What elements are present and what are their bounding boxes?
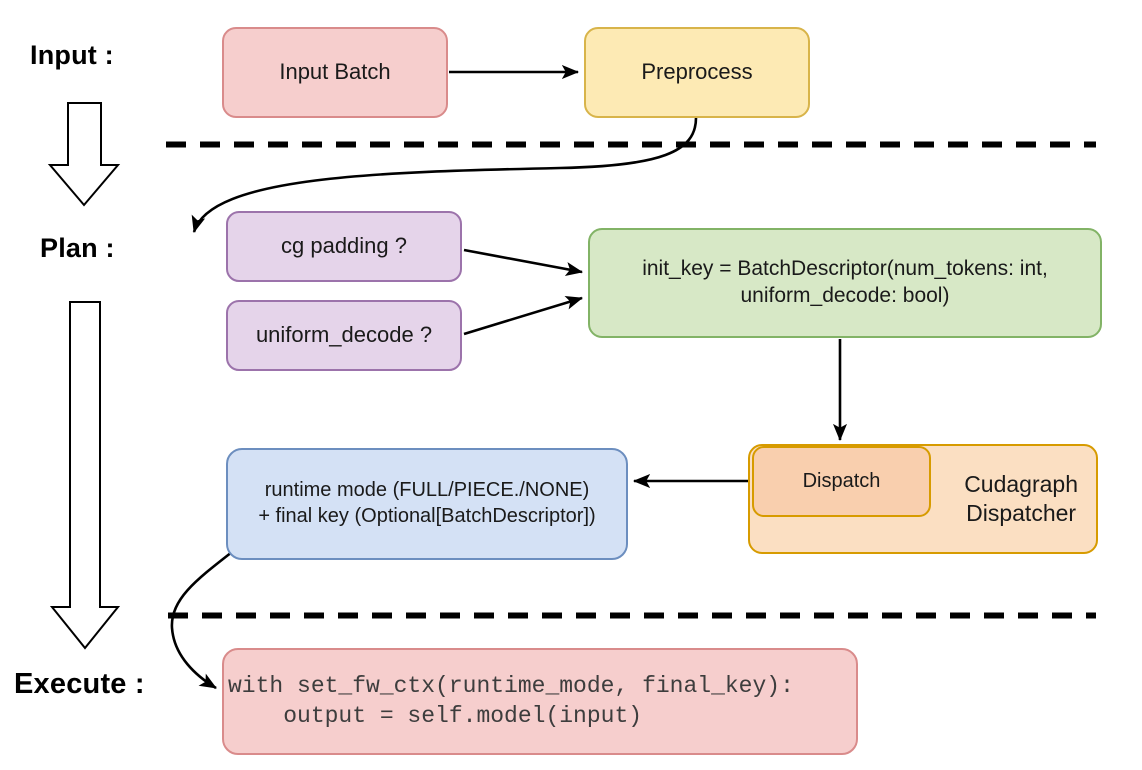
node-runtime-mode[interactable]: runtime mode (FULL/PIECE./NONE) + final … [226,448,628,560]
node-uniform-decode-label: uniform_decode ? [255,322,433,348]
stage-label-plan: Plan : [40,233,115,263]
node-preprocess-label: Preprocess [641,59,753,85]
stage-label-input: Input : [30,40,114,70]
node-cg-padding[interactable]: cg padding ? [226,211,462,282]
node-init-key-label: init_key = BatchDescriptor(num_tokens: i… [642,257,1048,307]
input-to-plan-stage-arrow [47,102,121,207]
node-exec-code[interactable]: with set_fw_ctx(runtime_mode, final_key)… [222,648,858,755]
node-runtime-mode-label: runtime mode (FULL/PIECE./NONE) + final … [258,479,596,527]
node-uniform-decode[interactable]: uniform_decode ? [226,300,462,371]
node-exec-code-label: with set_fw_ctx(runtime_mode, final_key)… [228,673,794,729]
cg-padding-to-init-key-arrow [463,248,584,276]
node-cudagraph-dispatcher-label: Cudagraph Dispatcher [964,470,1078,526]
node-init-key[interactable]: init_key = BatchDescriptor(num_tokens: i… [588,228,1102,338]
node-input-batch-label: Input Batch [279,59,391,85]
uniform-decode-to-init-key-arrow [463,295,583,336]
node-dispatch-label: Dispatch [802,469,881,492]
node-cg-padding-label: cg padding ? [281,233,407,259]
node-preprocess[interactable]: Preprocess [584,27,810,118]
node-dispatch[interactable]: Dispatch [752,446,931,517]
stage-label-execute: Execute : [14,668,145,700]
node-input-batch[interactable]: Input Batch [222,27,448,118]
plan-to-execute-stage-arrow [49,301,121,650]
